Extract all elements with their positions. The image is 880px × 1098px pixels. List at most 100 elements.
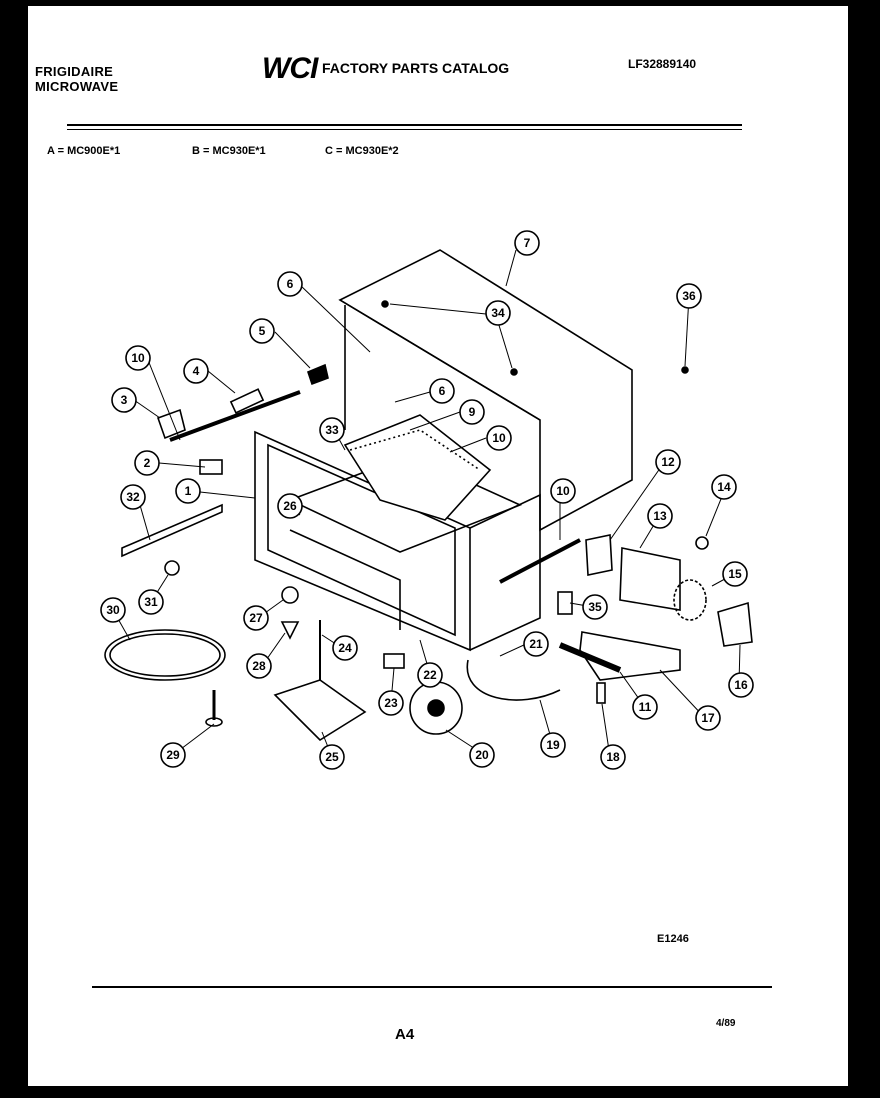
- callout-30: 30: [100, 597, 126, 623]
- turntable-tray: [104, 629, 226, 681]
- callout-24: 24: [332, 635, 358, 661]
- svg-text:34: 34: [491, 306, 505, 320]
- svg-text:13: 13: [653, 509, 667, 523]
- door-latch: [156, 408, 186, 440]
- callout-10-right: 10: [550, 478, 576, 504]
- svg-text:30: 30: [106, 603, 120, 617]
- stirrer-fan: [273, 679, 367, 742]
- fan-housing: [619, 547, 681, 611]
- screw-34b: [510, 368, 518, 376]
- svg-text:29: 29: [166, 748, 180, 762]
- svg-text:17: 17: [701, 711, 715, 725]
- stirrer-cap: [280, 621, 300, 640]
- callout-27: 27: [243, 605, 269, 631]
- blower-fan: [673, 579, 707, 621]
- callout-13: 13: [647, 503, 673, 529]
- screw-34a: [381, 300, 389, 308]
- callout-33: 33: [319, 417, 345, 443]
- svg-text:21: 21: [529, 637, 543, 651]
- svg-text:6: 6: [439, 384, 446, 398]
- svg-text:18: 18: [606, 750, 620, 764]
- sensor-switch: [383, 653, 405, 669]
- catalog-title: FACTORY PARTS CATALOG: [322, 60, 510, 76]
- callout-19: 19: [540, 732, 566, 758]
- callout-15: 15: [722, 561, 748, 587]
- callout-16: 16: [728, 672, 754, 698]
- callout-7: 7: [514, 230, 540, 256]
- callout-markers: 1 2 3 4 5 6 6 7 26 9 10 10 10 11 12 13 1…: [100, 230, 754, 770]
- callout-28: 28: [246, 653, 272, 679]
- callout-34: 34: [485, 300, 511, 326]
- header-rule-top: [67, 124, 742, 126]
- footer-rule: [92, 986, 772, 988]
- wire-harness: [466, 659, 561, 701]
- callout-1: 1: [175, 478, 201, 504]
- microwave-assembly: [104, 249, 753, 742]
- catalog-page: [28, 6, 848, 1086]
- svg-text:36: 36: [682, 289, 696, 303]
- svg-text:5: 5: [259, 324, 266, 338]
- callout-21: 21: [523, 631, 549, 657]
- svg-text:22: 22: [423, 668, 437, 682]
- lamp: [229, 388, 265, 414]
- lamp-socket: [307, 363, 329, 386]
- callout-36: 36: [676, 283, 702, 309]
- svg-text:27: 27: [249, 611, 263, 625]
- callout-20: 20: [469, 742, 495, 768]
- svg-text:32: 32: [126, 490, 140, 504]
- callout-22: 22: [417, 662, 443, 688]
- callout-12: 12: [655, 449, 681, 475]
- callout-18: 18: [600, 744, 626, 770]
- svg-text:19: 19: [546, 738, 560, 752]
- svg-text:10: 10: [131, 351, 145, 365]
- callout-35: 35: [582, 594, 608, 620]
- choke-strip: [121, 503, 223, 558]
- brand-block: FRIGIDAIRE MICROWAVE: [35, 64, 118, 94]
- callout-23: 23: [378, 690, 404, 716]
- page-id: A4: [395, 1026, 415, 1043]
- callout-4: 4: [183, 358, 209, 384]
- duct-bracket: [579, 631, 681, 681]
- fan-orifice: [717, 601, 753, 647]
- callout-32: 32: [120, 484, 146, 510]
- thermal-cutout: [557, 591, 573, 615]
- svg-text:14: 14: [717, 480, 731, 494]
- svg-text:20: 20: [475, 748, 489, 762]
- brand-name: FRIGIDAIRE: [35, 64, 114, 79]
- catalog-part-number: LF32889140: [628, 57, 697, 71]
- svg-text:2: 2: [144, 456, 151, 470]
- callout-2: 2: [134, 450, 160, 476]
- svg-text:16: 16: [734, 678, 748, 692]
- callout-3: 3: [111, 387, 137, 413]
- svg-text:23: 23: [384, 696, 398, 710]
- svg-text:6: 6: [287, 277, 294, 291]
- svg-text:3: 3: [121, 393, 128, 407]
- catalog-date: 4/89: [716, 1018, 736, 1029]
- washer: [695, 536, 709, 550]
- svg-text:7: 7: [524, 236, 531, 250]
- callout-6-top: 6: [277, 271, 303, 297]
- hinge-bar-right: [499, 538, 581, 584]
- svg-text:25: 25: [325, 750, 339, 764]
- callout-11: 11: [632, 694, 658, 720]
- callout-10-mid: 10: [486, 425, 512, 451]
- callout-29: 29: [160, 742, 186, 768]
- svg-text:31: 31: [144, 595, 158, 609]
- fan-motor: [585, 534, 613, 576]
- svg-text:11: 11: [639, 700, 652, 714]
- svg-text:12: 12: [661, 455, 675, 469]
- svg-text:28: 28: [252, 659, 266, 673]
- svg-text:26: 26: [283, 499, 297, 513]
- svg-text:4: 4: [193, 364, 200, 378]
- header-rule-bottom: [67, 129, 742, 130]
- svg-text:24: 24: [338, 641, 352, 655]
- model-c: C = MC930E*2: [325, 145, 399, 157]
- hinge-bar-left: [169, 390, 301, 442]
- callout-9: 9: [459, 399, 485, 425]
- callout-10-left: 10: [125, 345, 151, 371]
- svg-text:10: 10: [556, 484, 570, 498]
- callout-17: 17: [695, 705, 721, 731]
- power-cord: [558, 642, 622, 673]
- callout-25: 25: [319, 744, 345, 770]
- screw-31: [164, 560, 180, 576]
